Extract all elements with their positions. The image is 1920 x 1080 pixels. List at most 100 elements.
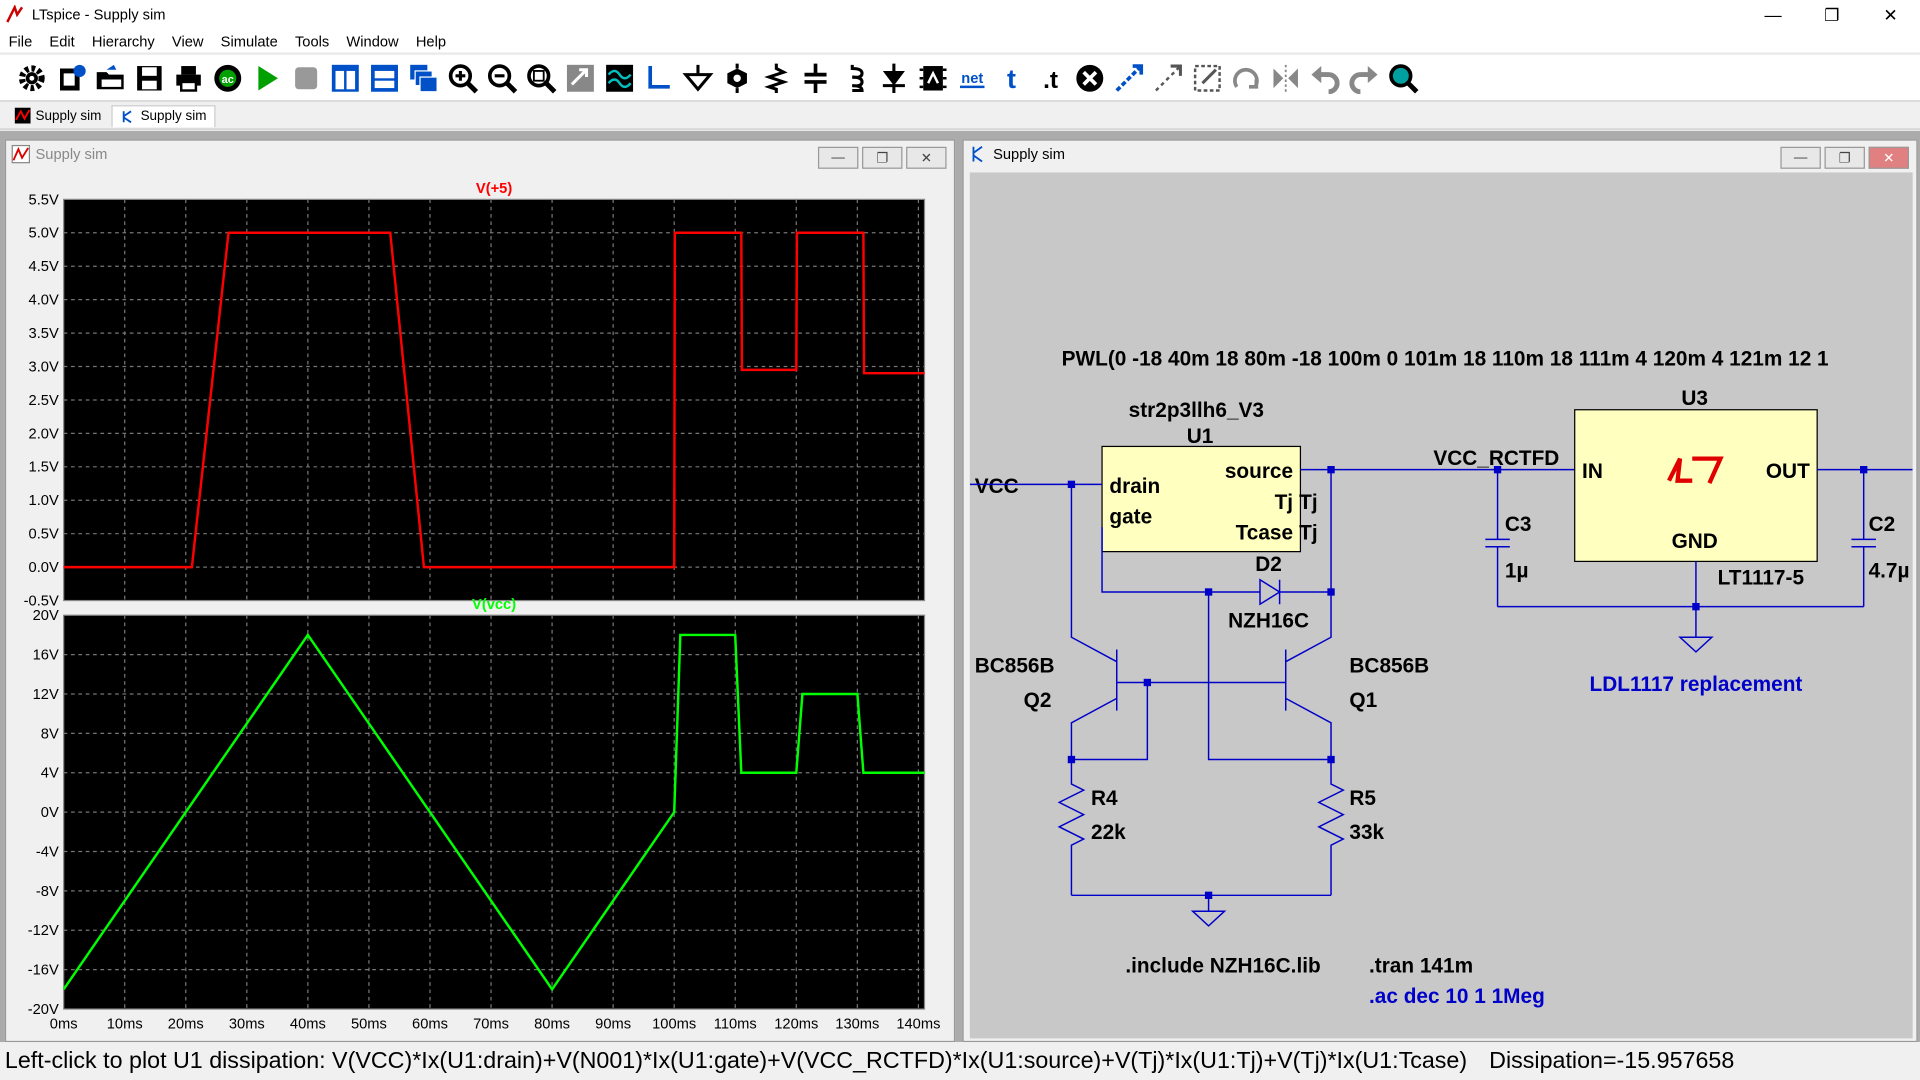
menu-simulate[interactable]: Simulate bbox=[220, 32, 278, 50]
zoom-out-button[interactable] bbox=[482, 58, 521, 97]
menu-help[interactable]: Help bbox=[415, 32, 447, 50]
ground-symbol[interactable] bbox=[1678, 636, 1714, 653]
waveform-window-titlebar[interactable]: Supply sim bbox=[6, 141, 954, 168]
waveform-plot[interactable]: V(+5)5.5V5.0V4.5V4.0V3.5V3.0V2.5V2.0V1.5… bbox=[10, 172, 950, 1038]
ac-analysis-button[interactable]: ac bbox=[208, 58, 247, 97]
cascade-button[interactable] bbox=[404, 58, 443, 97]
resistor-button[interactable] bbox=[757, 58, 796, 97]
menu-file[interactable]: File bbox=[8, 32, 33, 50]
wire[interactable] bbox=[1071, 682, 1149, 761]
settings-button[interactable] bbox=[12, 58, 51, 97]
r5-value-label[interactable]: 33k bbox=[1349, 821, 1384, 844]
voltage-source-button[interactable] bbox=[718, 58, 757, 97]
child-minimize-button[interactable]: — bbox=[1780, 146, 1821, 169]
capacitor-c2[interactable] bbox=[1851, 469, 1876, 607]
minimize-button[interactable]: — bbox=[1764, 4, 1782, 25]
redo-button[interactable] bbox=[1345, 58, 1384, 97]
q1-name-label[interactable]: Q1 bbox=[1349, 689, 1377, 712]
schematic-window-titlebar[interactable]: Supply sim bbox=[964, 141, 1917, 168]
wire[interactable] bbox=[1207, 591, 1332, 761]
ground-symbol[interactable] bbox=[1190, 910, 1227, 927]
menu-hierarchy[interactable]: Hierarchy bbox=[91, 32, 155, 50]
close-button[interactable]: ✕ bbox=[1883, 4, 1898, 24]
print-button[interactable] bbox=[169, 58, 208, 97]
ground-button[interactable] bbox=[678, 58, 717, 97]
tile-horizontal-button[interactable] bbox=[365, 58, 404, 97]
transistor-q1[interactable] bbox=[1208, 591, 1332, 760]
tab-waveform[interactable]: Supply sim bbox=[7, 105, 108, 126]
zoom-back-button[interactable] bbox=[561, 58, 600, 97]
child-close-button[interactable]: ✕ bbox=[1868, 146, 1909, 169]
vcc-rctfd-net-label[interactable]: VCC_RCTFD bbox=[1433, 447, 1559, 470]
new-schematic-button[interactable] bbox=[51, 58, 90, 97]
inductor-button[interactable] bbox=[835, 58, 874, 97]
resistor-r5[interactable] bbox=[1317, 759, 1345, 896]
net-label-button[interactable]: net bbox=[953, 58, 992, 97]
vcc-net-label[interactable]: VCC bbox=[975, 475, 1019, 498]
include-directive[interactable]: .include NZH16C.lib bbox=[1125, 954, 1320, 977]
zoom-in-button[interactable] bbox=[443, 58, 482, 97]
u1-name-label[interactable]: U1 bbox=[1187, 425, 1214, 448]
replacement-note[interactable]: LDL1117 replacement bbox=[1590, 673, 1803, 696]
r4-name-label[interactable]: R4 bbox=[1091, 787, 1118, 810]
child-close-button[interactable]: ✕ bbox=[906, 146, 947, 169]
zener-diode-d2[interactable] bbox=[1259, 578, 1281, 606]
u3-block[interactable] bbox=[1574, 409, 1818, 563]
open-button[interactable] bbox=[91, 58, 130, 97]
r5-name-label[interactable]: R5 bbox=[1349, 787, 1376, 810]
child-restore-button[interactable]: ❐ bbox=[862, 146, 903, 169]
menu-edit[interactable]: Edit bbox=[49, 32, 75, 50]
q1-model-label[interactable]: BC856B bbox=[1349, 655, 1429, 678]
q2-name-label[interactable]: Q2 bbox=[1024, 689, 1052, 712]
tj-net-label[interactable]: Tj bbox=[1299, 491, 1317, 514]
component-button[interactable] bbox=[913, 58, 952, 97]
save-button[interactable] bbox=[130, 58, 169, 97]
c2-name-label[interactable]: C2 bbox=[1869, 513, 1896, 536]
c2-value-label[interactable]: 4.7µ bbox=[1869, 559, 1910, 582]
schematic-canvas[interactable]: PWL(0 -18 40m 18 80m -18 100m 0 101m 18 … bbox=[969, 172, 1913, 1039]
child-restore-button[interactable]: ❐ bbox=[1824, 146, 1865, 169]
undo-button[interactable] bbox=[1305, 58, 1344, 97]
pwl-source-value[interactable]: PWL(0 -18 40m 18 80m -18 100m 0 101m 18 … bbox=[1062, 348, 1829, 371]
delete-button[interactable] bbox=[1070, 58, 1109, 97]
rotate-button[interactable] bbox=[1227, 58, 1266, 97]
schematic-drawing[interactable]: PWL(0 -18 40m 18 80m -18 100m 0 101m 18 … bbox=[969, 172, 1913, 1038]
run-button[interactable] bbox=[247, 58, 286, 97]
d2-model-label[interactable]: NZH16C bbox=[1228, 609, 1309, 632]
transistor-q2[interactable] bbox=[1070, 484, 1209, 760]
move-button[interactable] bbox=[1149, 58, 1188, 97]
capacitor-c3[interactable] bbox=[1485, 469, 1510, 607]
wire[interactable] bbox=[1497, 561, 1864, 638]
text-button[interactable]: t bbox=[992, 58, 1031, 97]
autorange-button[interactable] bbox=[600, 58, 639, 97]
u3-model-label[interactable]: LT1117-5 bbox=[1718, 567, 1804, 590]
tj-net-label[interactable]: Tj bbox=[1299, 521, 1317, 544]
u1-block[interactable] bbox=[1101, 445, 1302, 553]
drag-button[interactable] bbox=[1188, 58, 1227, 97]
child-minimize-button[interactable]: — bbox=[817, 146, 859, 169]
d2-name-label[interactable]: D2 bbox=[1255, 553, 1282, 576]
resistor-r4[interactable] bbox=[1057, 759, 1086, 896]
stop-button[interactable] bbox=[287, 58, 326, 97]
diode-button[interactable] bbox=[874, 58, 913, 97]
ac-directive[interactable]: .ac dec 10 1 1Meg bbox=[1369, 985, 1545, 1008]
tile-vertical-button[interactable] bbox=[326, 58, 365, 97]
tab-schematic[interactable]: Supply sim bbox=[111, 104, 216, 127]
zoom-fit-button[interactable] bbox=[522, 58, 561, 97]
restore-button[interactable]: ❐ bbox=[1824, 4, 1840, 24]
mirror-button[interactable] bbox=[1266, 58, 1305, 97]
duplicate-button[interactable] bbox=[1109, 58, 1148, 97]
r4-value-label[interactable]: 22k bbox=[1091, 821, 1126, 844]
menu-view[interactable]: View bbox=[171, 32, 204, 50]
wire-button[interactable] bbox=[639, 58, 678, 97]
u3-name-label[interactable]: U3 bbox=[1681, 387, 1708, 410]
c3-value-label[interactable]: 1µ bbox=[1505, 559, 1529, 582]
menu-tools[interactable]: Tools bbox=[294, 32, 330, 50]
tran-directive[interactable]: .tran 141m bbox=[1369, 954, 1473, 977]
c3-name-label[interactable]: C3 bbox=[1505, 513, 1532, 536]
u1-model-label[interactable]: str2p3llh6_V3 bbox=[1129, 399, 1264, 422]
q2-model-label[interactable]: BC856B bbox=[975, 655, 1055, 678]
spice-directive-button[interactable]: .t bbox=[1031, 58, 1070, 97]
wire[interactable] bbox=[1071, 894, 1332, 912]
capacitor-button[interactable] bbox=[796, 58, 835, 97]
